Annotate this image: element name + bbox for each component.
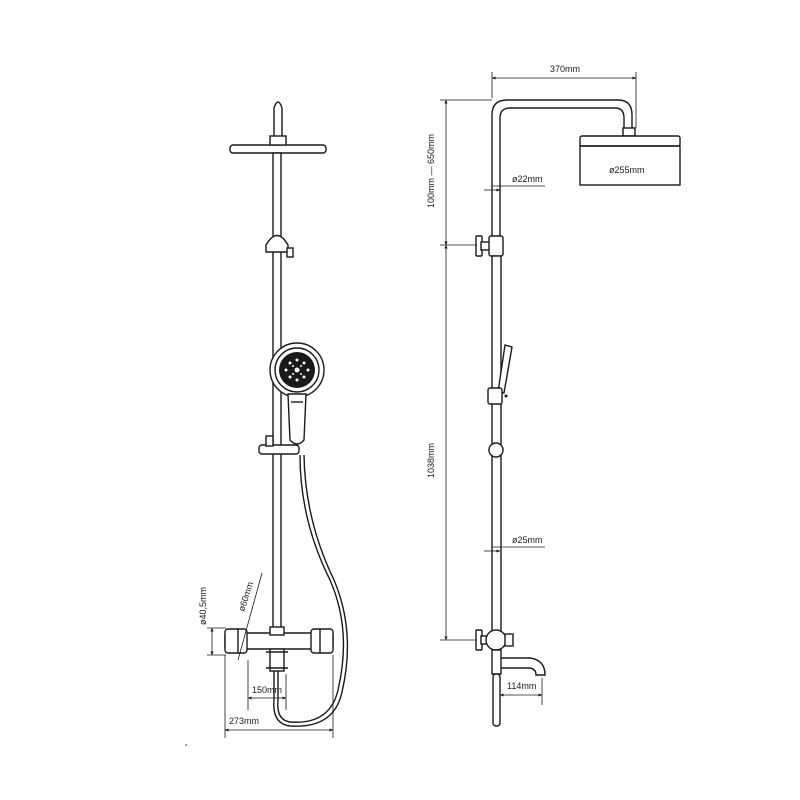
- front-view: ø40,5mm ø60mm 150mm 273mm: [185, 101, 349, 746]
- front-upper-bracket: [265, 234, 294, 258]
- front-holder: [258, 435, 300, 455]
- dim-25-label: ø25mm: [512, 535, 543, 545]
- front-column: [272, 152, 282, 634]
- dim-150-label: 150mm: [252, 685, 282, 695]
- side-mixer: [475, 629, 514, 651]
- dim-1038-label: 1038mm: [426, 443, 436, 478]
- dim-405: ø40,5mm: [198, 587, 226, 656]
- front-top-arm: [273, 101, 283, 140]
- side-slider: [488, 442, 504, 458]
- dim-22: ø22mm: [484, 174, 545, 192]
- front-hose: [277, 454, 345, 723]
- dim-370-label: 370mm: [550, 64, 580, 74]
- dim-650-label: 100mm — 650mm: [426, 134, 436, 208]
- dia-255-label: ø255mm: [609, 165, 645, 175]
- side-hand-shower: [487, 344, 513, 405]
- front-hand-shower: [269, 342, 325, 445]
- side-top-arm: [491, 99, 633, 245]
- side-view: ø255mm ø22mm ø25mm: [426, 64, 681, 727]
- dim-114: 114mm: [499, 678, 543, 705]
- side-rain-head: [579, 135, 681, 186]
- side-spout: [499, 657, 546, 676]
- front-rain-head: [229, 135, 327, 154]
- side-knob: [475, 235, 504, 257]
- dim-650: 100mm — 650mm: [426, 99, 492, 246]
- dim-273-label: 273mm: [229, 716, 259, 726]
- dim-114-label: 114mm: [507, 681, 536, 691]
- dim-22-label: ø22mm: [512, 174, 543, 184]
- dim-1038: 1038mm: [426, 244, 476, 641]
- side-lower-outlet: [491, 649, 502, 727]
- dim-370: 370mm: [491, 64, 637, 128]
- dim-273: 273mm: [224, 655, 334, 738]
- dim-150: 150mm: [247, 660, 287, 710]
- dim-25: ø25mm: [484, 535, 545, 553]
- dim-405-label: ø40,5mm: [198, 587, 208, 625]
